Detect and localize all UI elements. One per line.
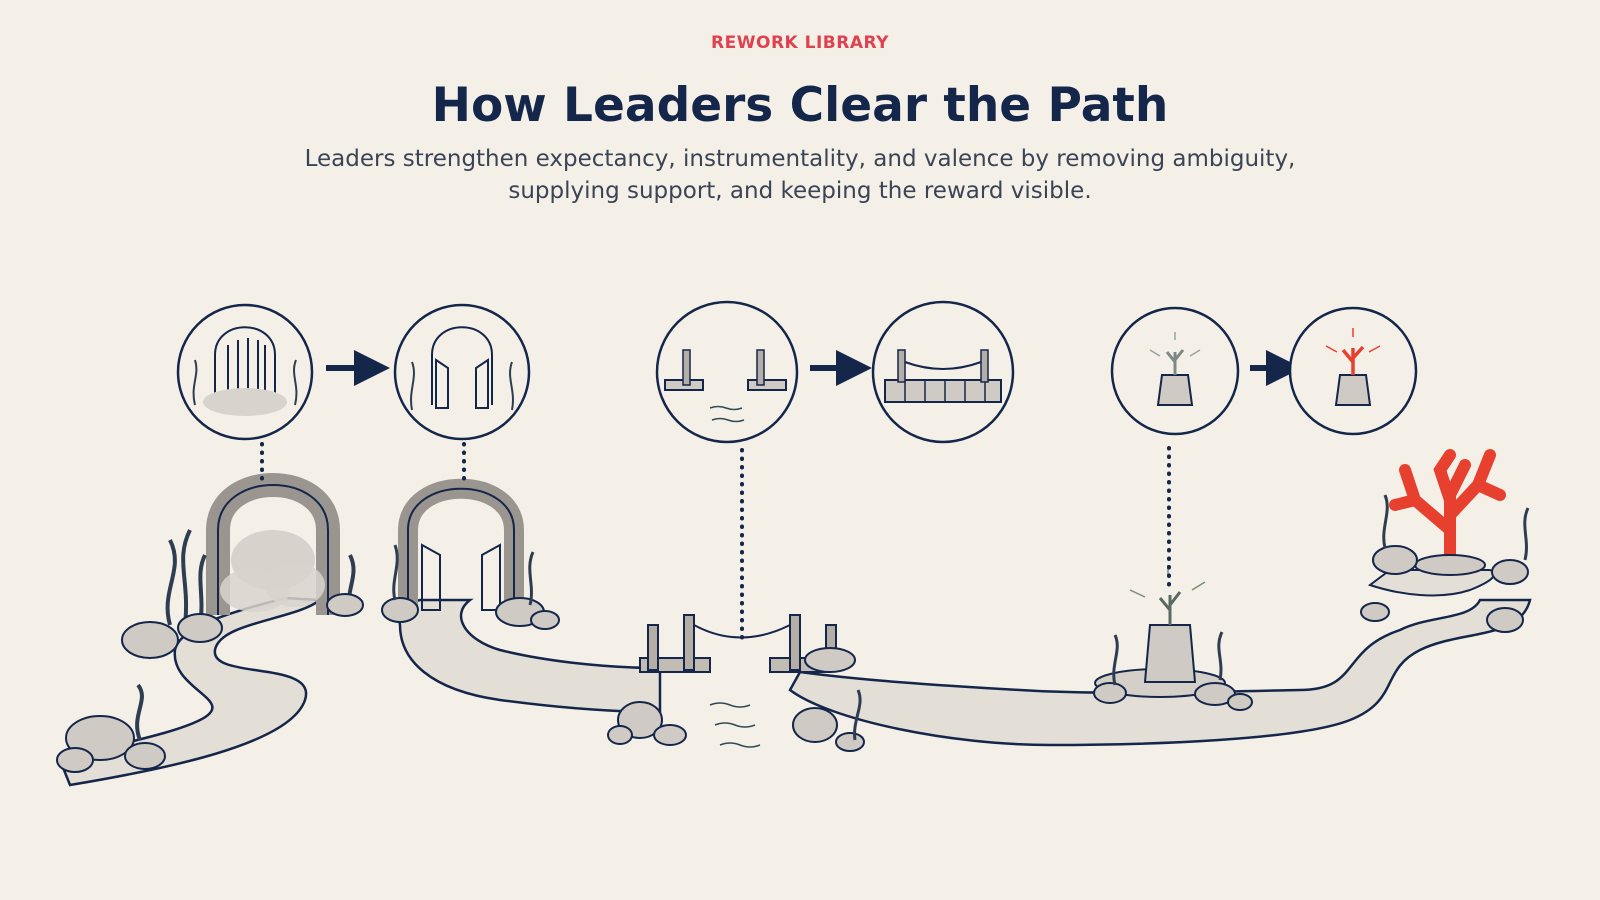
- seaweed-gate-two: [392, 544, 535, 606]
- foggy-arch-scene: [206, 473, 340, 615]
- eyebrow-label: REWORK LIBRARY: [711, 33, 889, 53]
- rocks-gate-two: [381, 597, 560, 630]
- bright-coral-pedestal-icon: [1288, 306, 1418, 436]
- seaweed-bridge: [853, 689, 862, 741]
- open-gate-icon: [393, 303, 531, 441]
- open-arch-scene: [398, 478, 524, 611]
- complete-bridge-icon: [871, 300, 1015, 444]
- rocks-bridge: [607, 647, 865, 752]
- rocks-pedestal: [1093, 682, 1253, 711]
- dim-coral-pedestal-icon: [1110, 306, 1240, 436]
- winding-path: [58, 569, 1532, 787]
- closed-foggy-gate-icon: [176, 303, 314, 441]
- seaweed-coral: [1382, 494, 1530, 561]
- seaweed-pedestal: [1112, 631, 1224, 686]
- page-subtitle: Leaders strengthen expectancy, instrumen…: [304, 146, 1296, 204]
- rocks-left: [56, 593, 364, 773]
- dotted-connectors: [260, 442, 1171, 642]
- seaweed-left: [135, 529, 356, 741]
- broken-bridge-icon: [655, 300, 799, 444]
- rocks-coral: [1360, 545, 1529, 633]
- page-title: How Leaders Clear the Path: [431, 78, 1169, 133]
- dim-pedestal-scene: [1094, 565, 1226, 698]
- bright-coral: [1389, 449, 1506, 566]
